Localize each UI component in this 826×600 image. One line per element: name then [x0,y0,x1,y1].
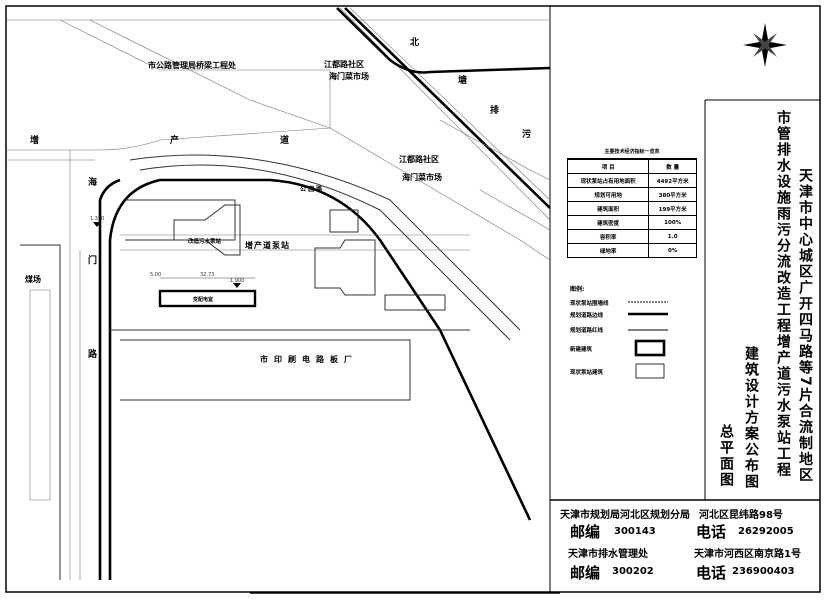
label-road-char: 污 [522,128,531,140]
legend-symbol-thin-box [635,363,665,379]
label-road-char: 塘 [458,74,467,86]
label-market: 海门菜市场 [402,172,442,182]
table-cell: 建筑面积 [566,201,650,216]
legend-symbol-thick-box [634,339,666,357]
legend-item-label: 现状泵站围墙线 [570,301,609,307]
label-road-char: 北 [410,36,419,48]
label-bridge-office: 市公路管理局桥梁工程处 [148,60,237,70]
label-road-char: 路 [88,348,98,360]
postcode-label: 邮编 [570,523,601,541]
drawing-name: 总平面图 [718,424,734,488]
project-title-line1: 天津市中心城区广开四马路等7片合流制地区 [797,168,813,484]
label-road-char: 产 [170,134,179,146]
table-cell: 4492平方米 [648,173,697,188]
label-community: 江都路社区 [399,154,439,164]
elevation-label: 1.900 [230,278,244,284]
org2-address: 天津市河西区南京路1号 [694,549,801,560]
org2-name: 天津市排水管理处 [568,549,648,560]
org2-postcode: 300202 [612,566,654,577]
table-header: 数 量 [648,158,697,174]
table-cell: 建筑密度 [566,215,650,230]
org1-postcode: 300143 [614,526,656,537]
label-road-char: 排 [490,104,499,116]
phone-label: 电话 [696,523,727,541]
label-road-char: 道 [280,134,289,146]
label-market: 海门菜市场 [329,71,369,81]
label-coal-yard: 煤场 [25,274,41,284]
indicator-table-title: 主要技术经济指标一览表 [604,149,660,155]
legend-item-label: 规划道路边线 [570,313,604,319]
org1-phone: 26292005 [738,526,794,537]
table-header: 项 目 [566,158,650,174]
table-cell: 现状泵站占有用地面积 [566,173,650,188]
postcode-label: 邮编 [570,564,601,582]
road-network [6,7,551,580]
elevation-label: 1.350 [90,216,104,222]
legend-item-label: 现状泵站建筑 [570,370,604,376]
label-pcb-factory: 市印刷电路板厂 [260,354,358,364]
org2-phone: 236900403 [732,566,795,577]
table-cell: 0% [648,243,697,258]
elevation-marker-icon [233,283,241,288]
legend-item-label: 规划道路红线 [570,328,604,334]
substation-building [158,289,257,308]
table-cell: 1.0 [648,229,697,244]
table-cell: 容积率 [566,229,650,244]
north-arrow-icon [743,23,787,67]
org1-name: 天津市规划局河北区规划分局 [560,510,690,521]
table-cell: 绿地率 [566,243,650,258]
label-road-char: 门 [88,254,97,266]
phone-label: 电话 [696,564,727,582]
elevation-marker-icon [93,222,101,227]
table-cell: 100% [648,215,697,230]
org1-address: 河北区昆纬路98号 [699,510,783,521]
dimension-label: 5.00 [150,272,161,278]
table-cell: 规划可用地 [566,187,650,202]
drawing-frame [5,5,821,593]
label-road-char: 海 [88,176,97,188]
label-park-road: 公 园 路 [300,185,323,193]
legend-title: 图例: [570,286,585,293]
project-title-line2: 市管排水设施雨污分流改造工程增产道污水泵站工程 [775,110,791,478]
label-community: 江都路社区 [324,59,364,69]
label-old-station: 改造污水泵站 [188,237,222,245]
table-cell: 380平方米 [648,187,697,202]
legend-item-label: 新建建筑 [570,347,593,353]
drawing-type: 建筑设计方案公布图 [743,346,759,490]
table-cell: 199平方米 [648,201,697,216]
label-substation: 变配电室 [193,296,213,303]
label-pump-station: 增产道泵站 [245,240,290,250]
label-road-char: 增 [30,134,39,146]
dimension-label: 32.73 [200,272,214,278]
